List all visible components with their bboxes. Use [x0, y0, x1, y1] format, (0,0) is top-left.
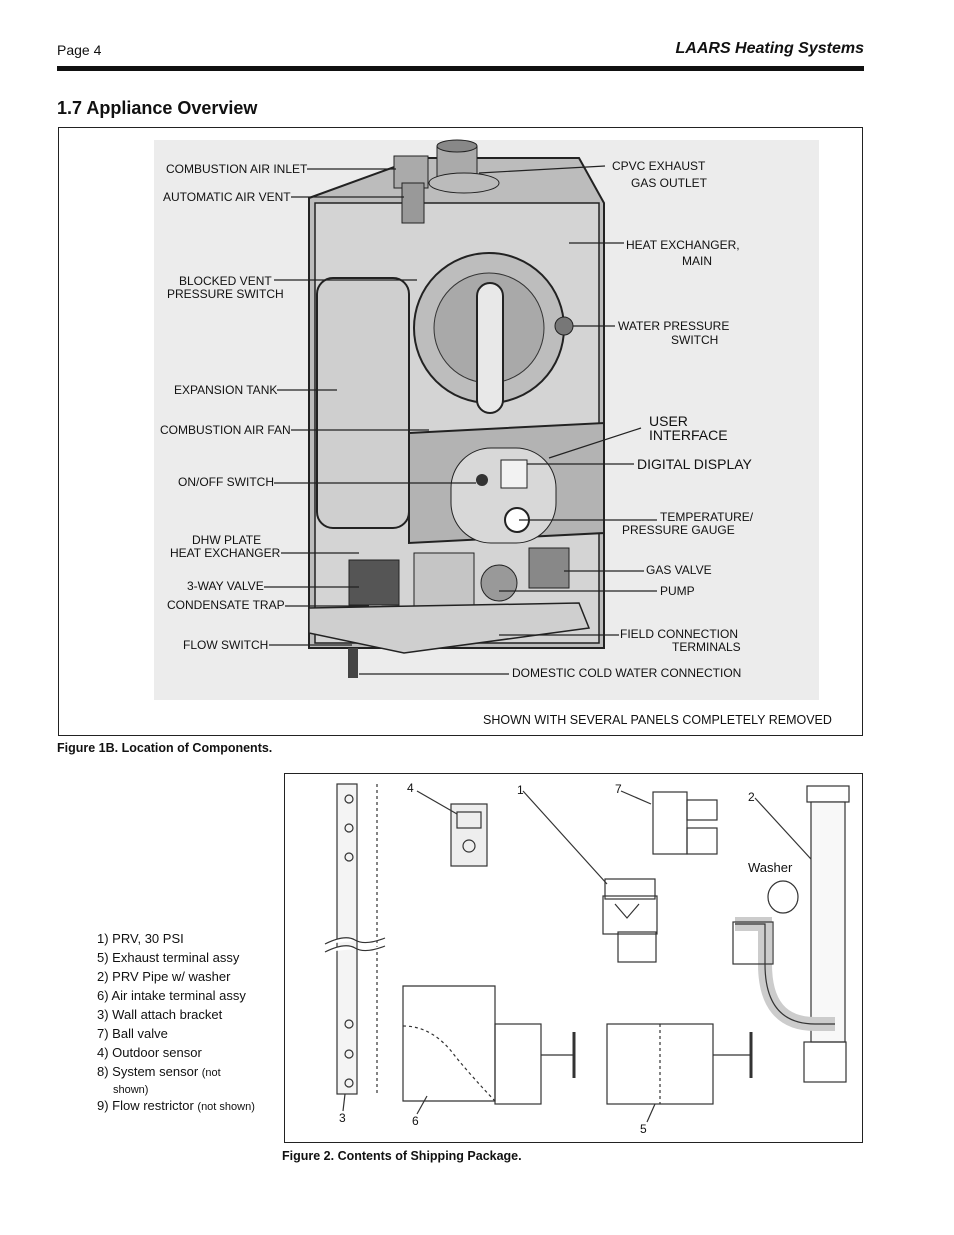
parts-item-1: 1) PRV, 30 PSI [97, 931, 184, 946]
label-field-connection: FIELD CONNECTION [620, 627, 739, 641]
callout-6: 6 [412, 1114, 419, 1128]
parts-item-9: 9) Flow restrictor (not shown) [97, 1098, 255, 1113]
washer-label: Washer [748, 860, 793, 875]
label-dhw-plate: DHW PLATE [192, 533, 262, 547]
boiler-illustration [154, 139, 819, 700]
callout-2: 2 [748, 790, 755, 804]
label-digital-display: DIGITAL DISPLAY [637, 456, 752, 472]
label-blocked-vent: BLOCKED VENT [179, 274, 272, 288]
parts-item-8-cont: shown) [113, 1084, 149, 1096]
figure-2-caption: Figure 2. Contents of Shipping Package. [282, 1149, 522, 1163]
page-number: Page 4 [57, 42, 102, 58]
shipping-contents-illustration [324, 783, 850, 1123]
label-on-off-switch: ON/OFF SWITCH [178, 475, 274, 489]
label-domestic-cold-water: DOMESTIC COLD WATER CONNECTION [512, 666, 742, 680]
parts-item-8: 8) System sensor (not [97, 1064, 221, 1079]
callout-1: 1 [517, 783, 524, 797]
label-blocked-vent-pressure-switch: PRESSURE SWITCH [167, 287, 284, 301]
brand-title: LAARS Heating Systems [675, 40, 865, 57]
parts-item-7: 7) Ball valve [97, 1026, 168, 1041]
label-gas-valve: GAS VALVE [646, 563, 712, 577]
label-automatic-air-vent: AUTOMATIC AIR VENT [163, 190, 291, 204]
figure-1-frame: COMBUSTION AIR INLET AUTOMATIC AIR VENT … [58, 127, 863, 736]
parts-item-5: 5) Exhaust terminal assy [97, 950, 240, 965]
figure-1-caption: Figure 1B. Location of Components. [57, 741, 273, 755]
callout-3: 3 [339, 1111, 346, 1125]
label-water-pressure: WATER PRESSURE [618, 319, 730, 333]
label-three-way-valve: 3-WAY VALVE [187, 579, 264, 593]
label-condensate-trap: CONDENSATE TRAP [167, 598, 285, 612]
label-heat-exchanger-main: MAIN [682, 254, 712, 268]
parts-list: 1) PRV, 30 PSI 5) Exhaust terminal assy … [97, 930, 255, 1116]
label-temperature: TEMPERATURE/ [660, 510, 754, 524]
callout-4: 4 [407, 781, 414, 795]
label-terminals: TERMINALS [672, 640, 741, 654]
label-gas-outlet: GAS OUTLET [631, 176, 708, 190]
label-expansion-tank: EXPANSION TANK [174, 383, 278, 397]
label-pressure-gauge: PRESSURE GAUGE [622, 523, 735, 537]
label-heat-exchanger: HEAT EXCHANGER, [626, 238, 740, 252]
parts-item-6: 6) Air intake terminal assy [97, 988, 246, 1003]
parts-item-3: 3) Wall attach bracket [97, 1007, 223, 1022]
label-pump: PUMP [660, 584, 695, 598]
label-combustion-air-inlet: COMBUSTION AIR INLET [166, 162, 308, 176]
header-rule [57, 66, 864, 71]
callout-7: 7 [615, 782, 622, 796]
figure-note: SHOWN WITH SEVERAL PANELS COMPLETELY REM… [483, 713, 832, 727]
parts-item-4: 4) Outdoor sensor [97, 1045, 202, 1060]
section-title: 1.7 Appliance Overview [57, 98, 258, 118]
label-water-pressure-switch: SWITCH [671, 333, 719, 347]
label-flow-switch: FLOW SWITCH [183, 638, 269, 652]
callout-5: 5 [640, 1122, 647, 1136]
label-dhw-heat-exchanger: HEAT EXCHANGER [170, 546, 281, 560]
label-combustion-air-fan: COMBUSTION AIR FAN [160, 423, 291, 437]
label-user: USER [649, 413, 688, 429]
label-cpvc-exhaust: CPVC EXHAUST [612, 159, 706, 173]
parts-item-2: 2) PRV Pipe w/ washer [97, 969, 231, 984]
label-user-interface: INTERFACE [649, 427, 728, 443]
figure-2-frame: 4 1 7 2 3 6 5 Washer [284, 773, 863, 1143]
